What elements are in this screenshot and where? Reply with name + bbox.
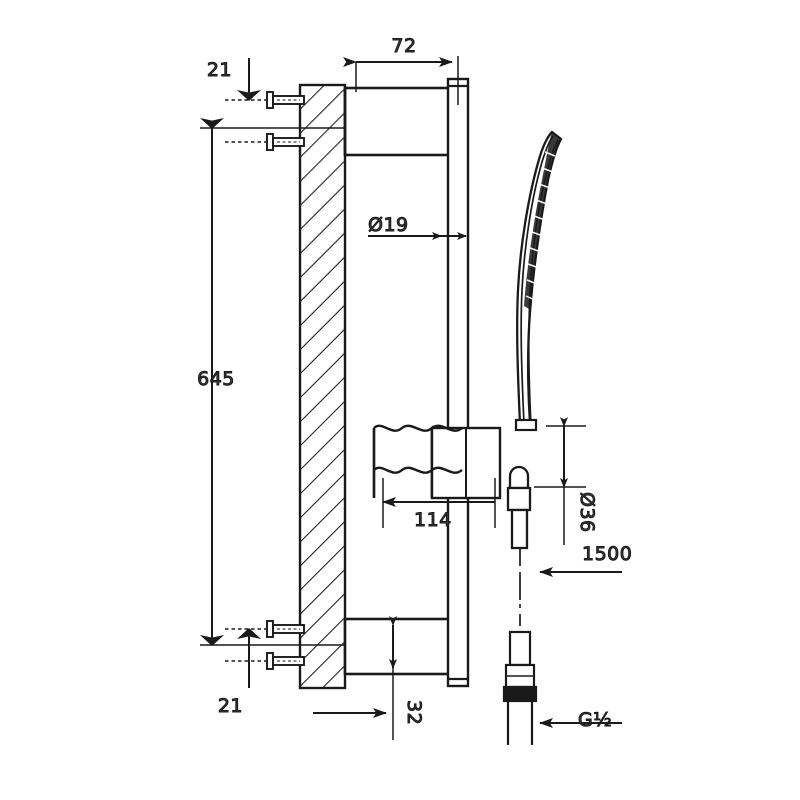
dimension-label-645: 645 [197, 368, 235, 390]
hose-connector-nut [502, 630, 538, 703]
sliding-handshower-holder [372, 424, 502, 500]
dimension-label-21-top: 21 [207, 59, 232, 81]
wall-section [298, 83, 347, 690]
dimension-label-1500: 1500 [582, 543, 632, 565]
dimension-label-diameter-36: Ø36 [576, 492, 598, 533]
wall-anchor-screws [200, 91, 345, 670]
dimension-diameter-36 [534, 417, 586, 545]
dimension-label-g-half: G½ [578, 709, 612, 731]
dimension-72 [343, 56, 459, 105]
slide-bar [446, 77, 470, 688]
dimension-label-72: 72 [391, 35, 416, 57]
dimension-114 [382, 478, 496, 528]
dimension-label-114: 114 [414, 509, 452, 531]
bottom-wall-bracket [343, 617, 452, 676]
dimension-32 [313, 616, 397, 740]
top-wall-bracket [343, 86, 452, 157]
dimension-label-21-bottom: 21 [218, 695, 243, 717]
handshower-wand [514, 130, 563, 432]
hose-outlet-connector [506, 465, 532, 550]
dimension-label-32: 32 [403, 700, 425, 725]
dimension-label-diameter-19: Ø19 [368, 214, 409, 236]
shower-hose [502, 548, 538, 745]
